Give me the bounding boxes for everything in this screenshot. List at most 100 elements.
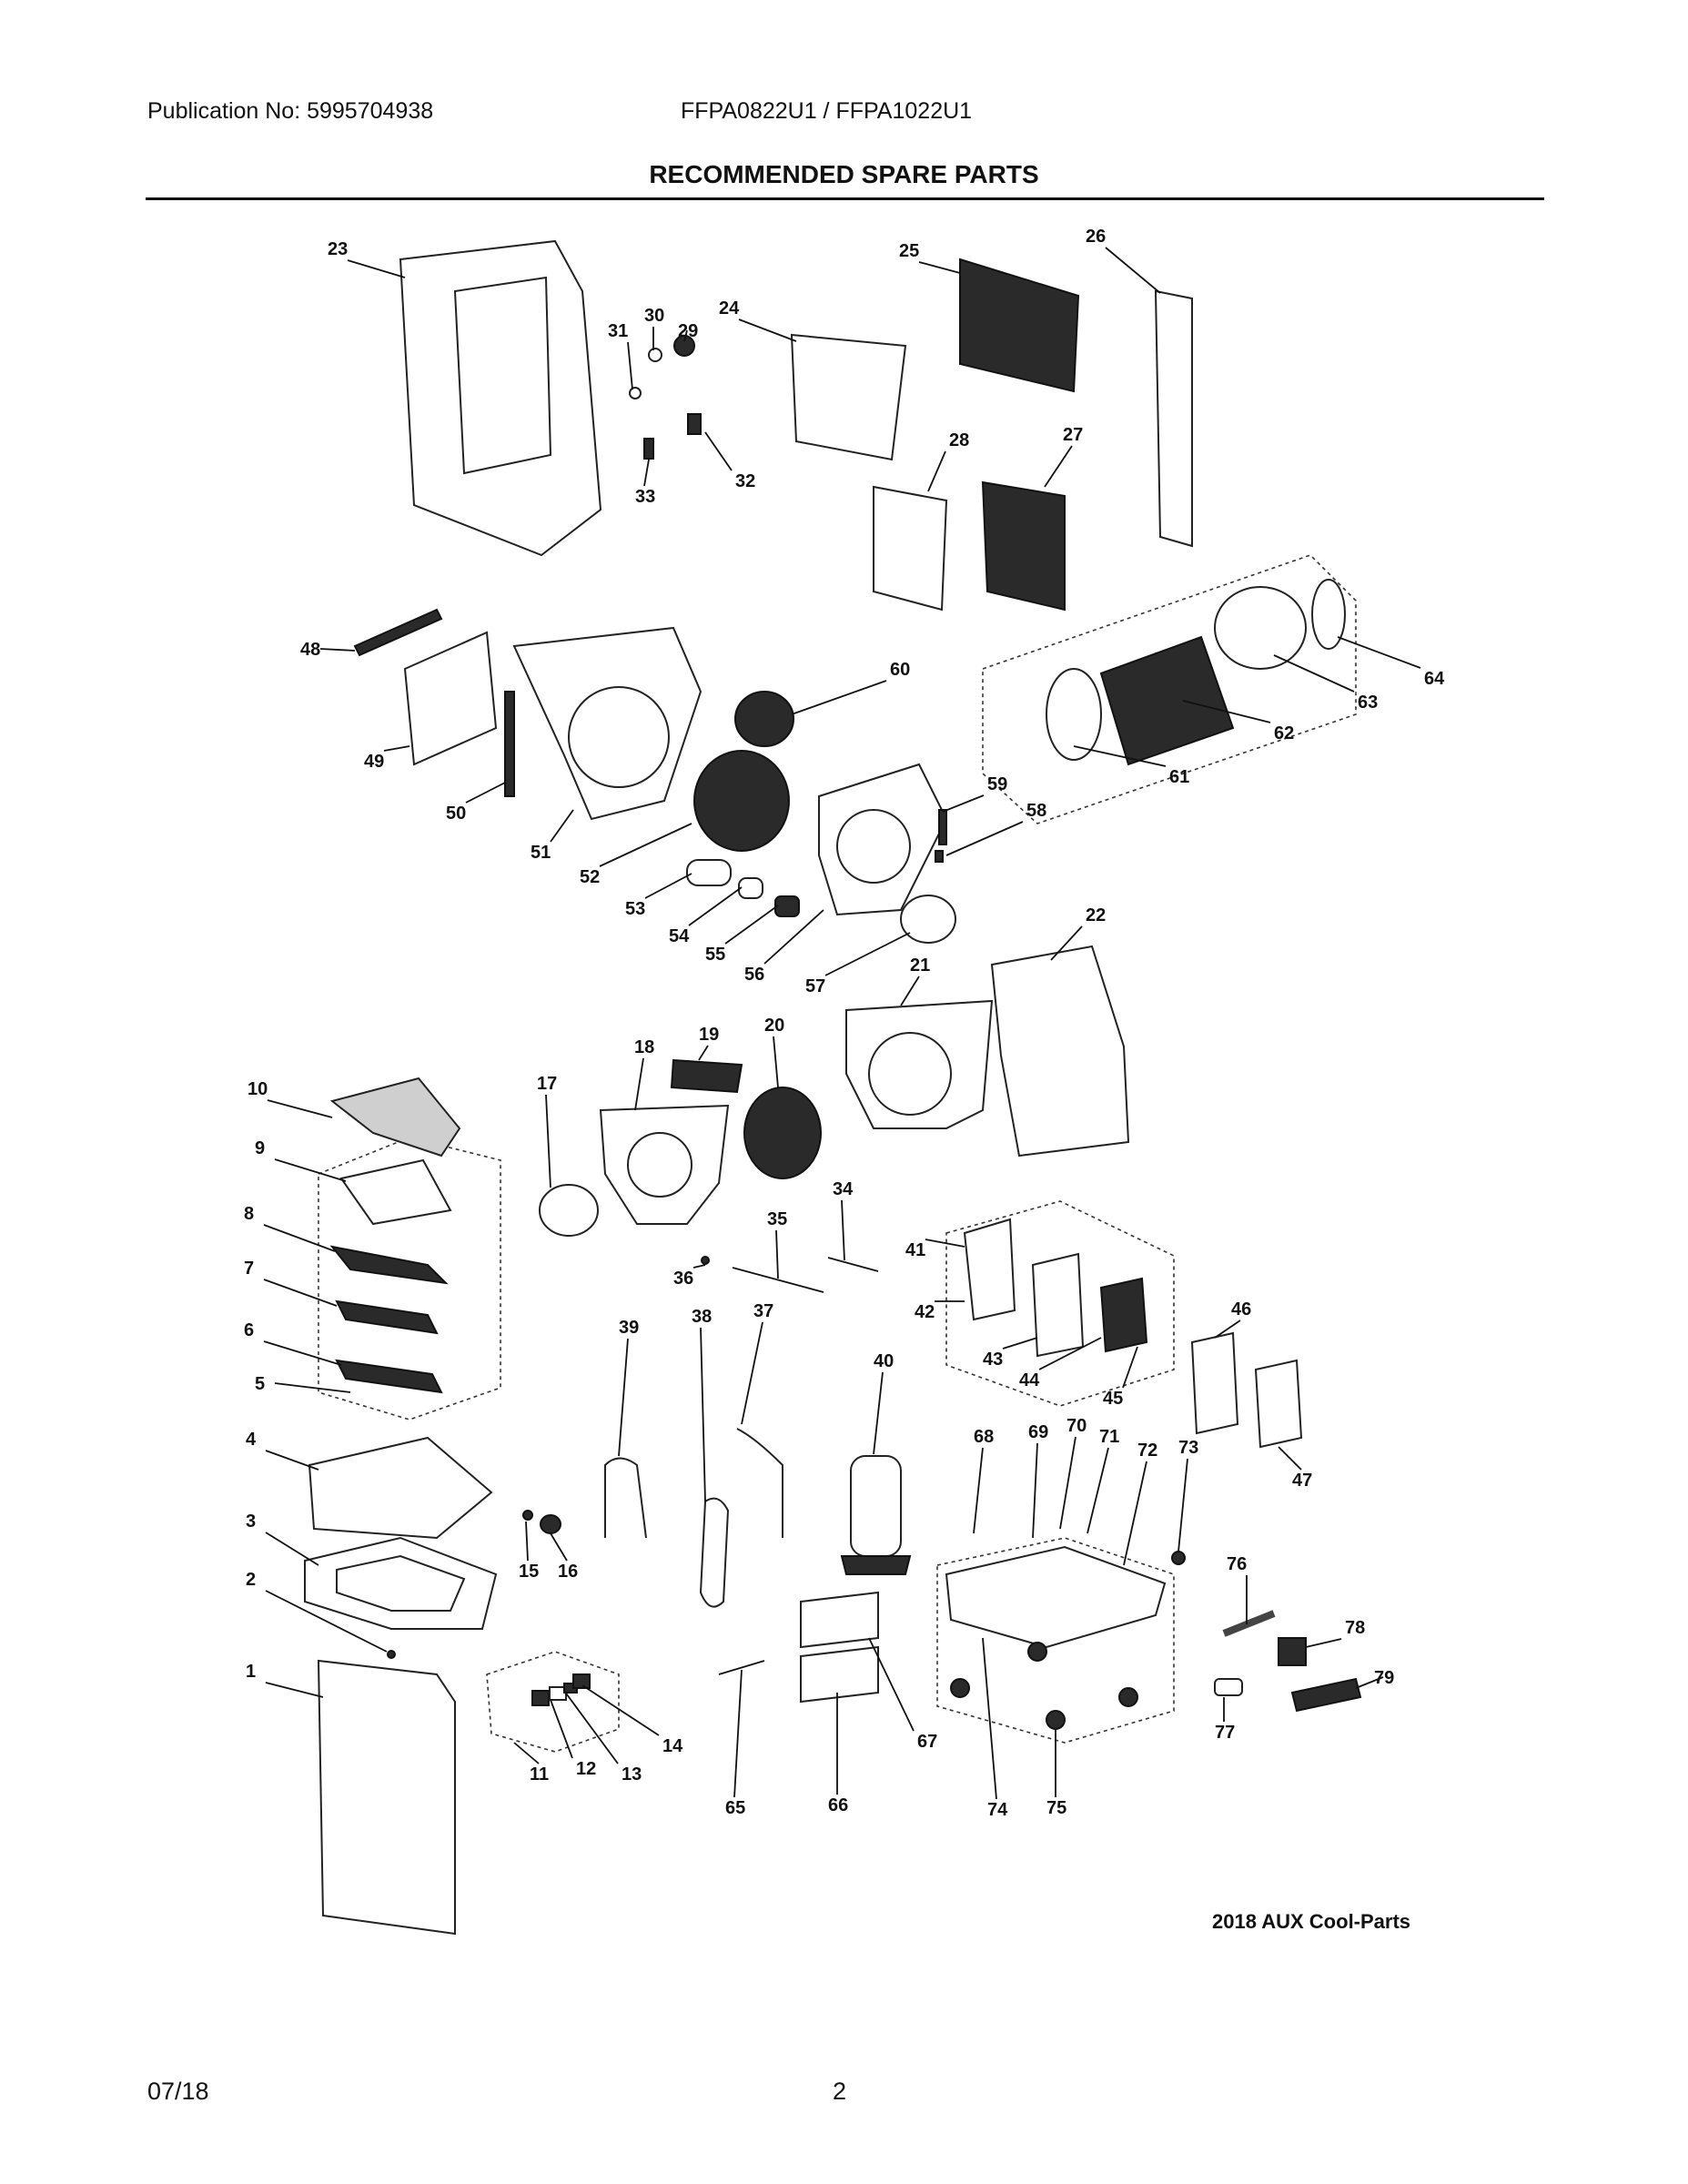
leader-line-13 [563,1690,619,1764]
leader-line-78 [1305,1638,1342,1648]
footer-date: 07/18 [147,2078,209,2105]
callout-13: 13 [622,1764,642,1785]
callout-69: 69 [1028,1422,1048,1442]
part-78 [1278,1637,1307,1666]
part-8-board [329,1245,449,1285]
electrical-box [945,1200,1175,1407]
callout-74: 74 [987,1800,1008,1820]
leader-line-61 [1073,745,1167,767]
leader-line-1 [265,1682,324,1698]
leader-line-33 [643,459,650,487]
callout-39: 39 [619,1318,639,1338]
callout-61: 61 [1169,767,1189,787]
part-73 [1171,1551,1186,1565]
part-35-rod [732,1267,824,1293]
part-43-board [1031,1252,1085,1358]
leader-line-18 [634,1057,644,1111]
title-divider [146,197,1544,200]
callout-51: 51 [531,843,551,863]
leader-line-28 [927,450,946,492]
callout-15: 15 [519,1562,539,1582]
part-15 [522,1510,533,1521]
part-76-rod [1222,1610,1276,1637]
part-1-front-panel [317,1659,456,1936]
callout-30: 30 [644,306,664,326]
leader-line-25 [918,261,961,274]
leader-line-52 [599,823,692,867]
leader-line-20 [773,1036,779,1088]
leader-line-46 [1214,1320,1241,1339]
leader-line-9 [274,1158,347,1182]
callout-29: 29 [678,321,698,341]
leader-line-32 [704,431,733,471]
part-65-rod [718,1660,765,1675]
leader-line-62 [1182,700,1271,723]
part-54-bushing [738,877,763,899]
part-74-base-pan [945,1545,1167,1649]
leader-line-37 [741,1321,763,1425]
callout-11: 11 [530,1764,549,1785]
leader-line-58 [945,821,1024,856]
callout-40: 40 [874,1351,894,1371]
callout-16: 16 [558,1562,578,1582]
leader-line-31 [627,341,633,390]
callout-59: 59 [987,774,1007,794]
callout-56: 56 [744,965,764,985]
callout-21: 21 [910,956,930,976]
callout-78: 78 [1345,1618,1365,1638]
leader-line-65 [733,1669,743,1798]
leader-line-22 [1050,925,1083,961]
callout-7: 7 [244,1259,254,1279]
part-26-strip [1154,289,1193,548]
part-66-insulation-lower [800,1645,879,1704]
leader-line-68 [973,1447,984,1534]
callout-45: 45 [1103,1389,1123,1409]
callout-77: 77 [1215,1723,1235,1743]
leader-line-34 [841,1199,845,1261]
callout-42: 42 [915,1302,935,1322]
callout-67: 67 [917,1732,937,1752]
part-79-remote [1290,1677,1362,1713]
leader-line-59 [942,794,985,813]
callout-65: 65 [725,1798,745,1818]
leader-line-57 [824,932,911,976]
leader-line-6 [263,1340,342,1366]
part-2-screws [387,1650,396,1659]
part-39-tube [604,1457,647,1539]
leader-line-27 [1044,445,1073,488]
part-19-grille [670,1058,743,1094]
page-number: 2 [833,2078,847,2105]
callout-68: 68 [974,1427,994,1447]
callout-55: 55 [705,945,725,965]
callout-12: 12 [576,1759,596,1779]
part-33 [643,438,654,460]
leader-line-53 [644,873,692,899]
callout-24: 24 [719,298,740,318]
leader-line-3 [265,1532,319,1566]
leader-line-69 [1032,1442,1038,1539]
callout-38: 38 [692,1307,712,1327]
part-4-top-gasket [308,1436,493,1540]
callout-52: 52 [580,867,600,887]
leader-line-16 [550,1532,568,1562]
callout-48: 48 [300,640,320,660]
publication-number: Publication No: 5995704938 [147,98,434,124]
leader-line-8 [263,1224,336,1252]
leader-line-79 [1355,1676,1384,1689]
callout-43: 43 [983,1350,1003,1370]
callout-47: 47 [1292,1471,1312,1491]
leader-line-10 [267,1099,333,1118]
leader-line-63 [1273,654,1355,693]
callout-28: 28 [949,430,969,450]
callout-58: 58 [1026,801,1046,821]
part-17-motor [539,1184,599,1237]
leader-line-44 [1038,1337,1102,1370]
part-46-board [1190,1331,1239,1435]
callout-33: 33 [635,487,655,507]
callout-62: 62 [1274,723,1294,743]
leader-line-55 [724,905,779,945]
leader-line-51 [550,809,574,843]
leader-line-39 [618,1338,629,1457]
leader-line-56 [763,909,824,965]
part-75-caster [1046,1710,1066,1730]
